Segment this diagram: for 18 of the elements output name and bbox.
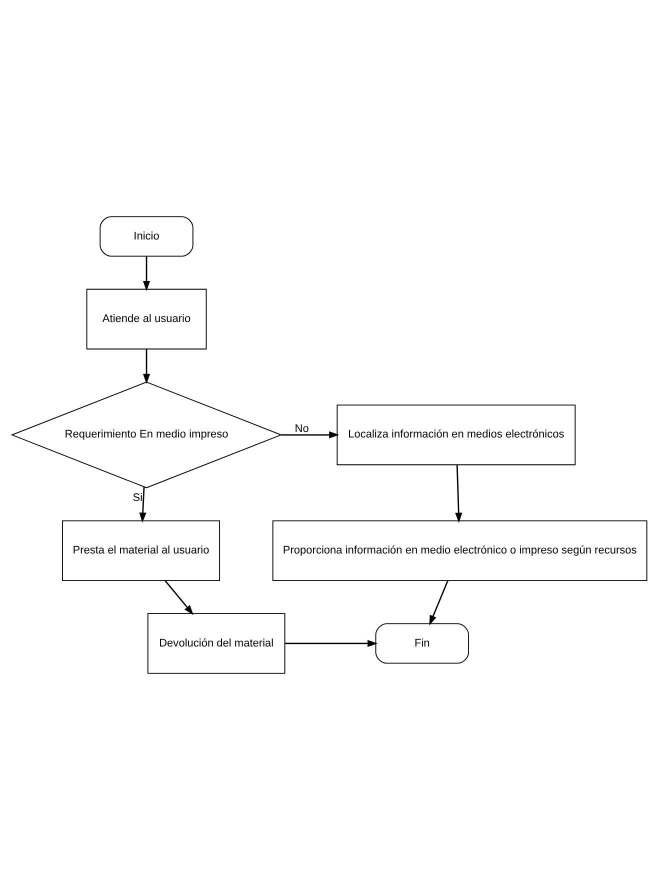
arrow [429,580,448,626]
node-box: Atiende al usuario [86,288,207,350]
arrow [281,431,340,438]
arrow [455,464,462,523]
arrow [164,580,194,616]
node-box: Devolución del material [147,613,286,674]
arrow [139,486,146,523]
edge-label: No [294,422,309,435]
node-box: Inicio [100,216,194,257]
node-box: Fin [375,623,470,664]
arrow [285,640,378,647]
node-diamond: Requerimiento En medio impreso [10,382,282,488]
node-box: Proporciona información en medio electrónico o impreso según recursos [272,520,648,581]
arrow [142,256,150,292]
node-box: Presta el material al usuario [62,520,220,581]
edge-label: Si [132,492,143,504]
arrow [142,349,150,384]
node-box: Localiza información en medios electrónicos [336,404,576,466]
